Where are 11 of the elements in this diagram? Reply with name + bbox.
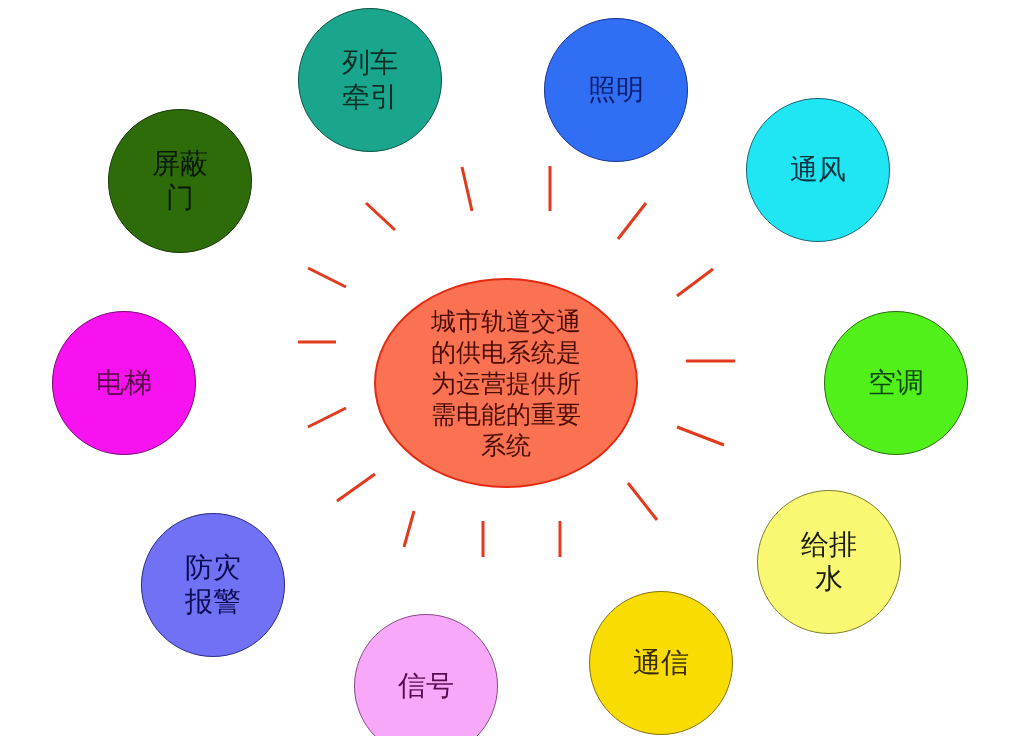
topic-label: 屏蔽门: [151, 147, 209, 215]
topic-label: 防灾报警: [184, 551, 242, 619]
topic-label: 通风: [789, 153, 847, 187]
topic-label: 信号: [397, 669, 455, 703]
topic-label: 电梯: [95, 366, 153, 400]
topic-label: 照明: [587, 73, 645, 107]
topic-label: 空调: [867, 366, 925, 400]
central-text: 城市轨道交通的供电系统是为运营提供所需电能的重要系统: [430, 305, 582, 461]
topic-label: 通信: [632, 646, 690, 680]
topic-label: 给排水: [800, 528, 858, 596]
topic-label: 列车牵引: [341, 46, 399, 114]
